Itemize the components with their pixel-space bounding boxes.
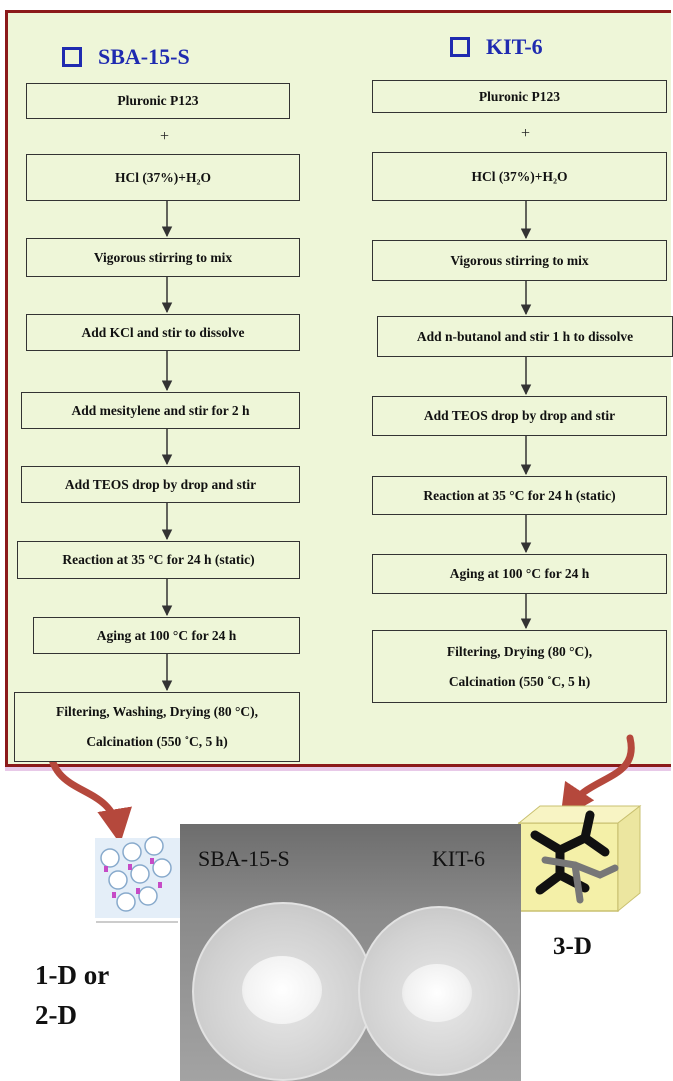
right-step-5: Add TEOS drop by drop and stir (372, 396, 667, 436)
right-step-7: Aging at 100 °C for 24 h (372, 554, 667, 594)
checkbox-icon (62, 47, 82, 67)
checkbox-icon (450, 37, 470, 57)
right-sample-powder (402, 964, 472, 1022)
left-step-final: Filtering, Washing, Drying (80 °C), Calc… (14, 692, 300, 762)
right-step-6: Reaction at 35 °C for 24 h (static) (372, 476, 667, 515)
dimension-label-left: 1-D or 2-D (35, 955, 109, 1035)
left-final-line-1: Filtering, Washing, Drying (80 °C), (55, 704, 259, 719)
left-step-3: Vigorous stirring to mix (26, 238, 300, 277)
sample-photo: SBA-15-S KIT-6 (180, 824, 521, 1081)
left-step-4: Add KCl and stir to dissolve (26, 314, 300, 351)
left-step-5: Add mesitylene and stir for 2 h (21, 392, 300, 429)
left-step-6: Add TEOS drop by drop and stir (21, 466, 300, 503)
sba15s-heading: SBA-15-S (62, 44, 190, 70)
left-step-8: Aging at 100 °C for 24 h (33, 617, 300, 654)
plus-sign: + (160, 128, 170, 145)
cubic-pore-structure-image (517, 804, 642, 913)
left-step-1: Pluronic P123 (26, 83, 290, 119)
dimension-left-line-2: 2-D (35, 1000, 77, 1030)
left-final-line-2: Calcination (550 ˚C, 5 h) (86, 734, 228, 749)
hexagonal-pore-structure-image (95, 836, 180, 923)
dimension-label-right: 3-D (553, 933, 592, 960)
right-final-line-2: Calcination (550 ˚C, 5 h) (448, 673, 591, 689)
left-sample-powder (242, 956, 322, 1024)
kit6-title: KIT-6 (486, 34, 543, 59)
right-step-final: Filtering, Drying (80 °C), Calcination (… (372, 630, 667, 703)
left-step-7: Reaction at 35 °C for 24 h (static) (17, 541, 300, 579)
right-step-2: HCl (37%)+H₂O (372, 152, 667, 201)
right-step-3: Vigorous stirring to mix (372, 240, 667, 281)
kit6-heading: KIT-6 (450, 34, 543, 60)
plus-sign: + (521, 125, 531, 142)
right-step-1: Pluronic P123 (372, 80, 667, 113)
photo-label-sba15s: SBA-15-S (198, 846, 290, 871)
dimension-left-line-1: 1-D or (35, 960, 110, 990)
right-dish (358, 906, 520, 1076)
photo-label-kit6: KIT-6 (432, 846, 485, 871)
sba15s-title: SBA-15-S (98, 44, 190, 69)
left-step-2: HCl (37%)+H₂O (26, 154, 300, 201)
right-final-line-1: Filtering, Drying (80 °C), (446, 643, 593, 659)
right-step-4: Add n-butanol and stir 1 h to dissolve (377, 316, 673, 357)
